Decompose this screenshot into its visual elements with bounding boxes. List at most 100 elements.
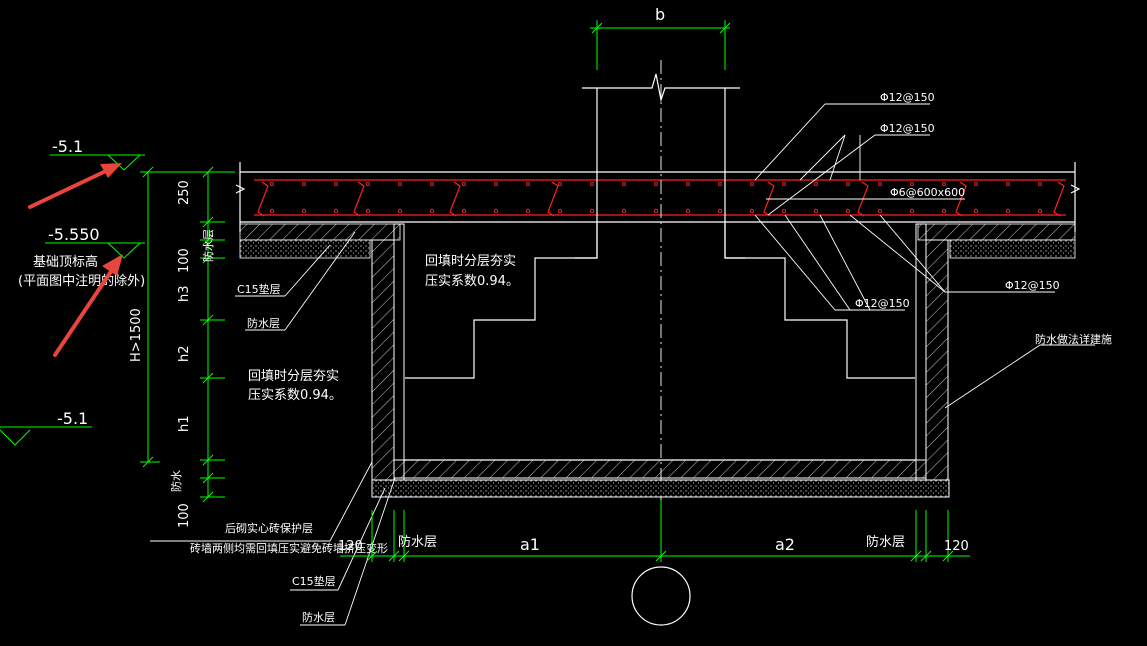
- rebar-dot: [909, 208, 915, 214]
- dim-ticks-bottom: [366, 550, 954, 562]
- rebar-dots: [269, 181, 1043, 214]
- dim-waterproof-bottom: 防水: [169, 470, 183, 492]
- c15-top-label: C15垫层: [237, 282, 281, 296]
- waterproof-note: 防水做法详建施: [1035, 332, 1112, 346]
- dim-120-right: 120: [944, 539, 969, 554]
- rebar-dot: [973, 181, 979, 187]
- c15-bottom-label: C15垫层: [292, 574, 336, 588]
- rebar-dot: [717, 181, 723, 187]
- elevation-markers: -5.1 -5.550 -5.1 基础顶标高 (平面图中注明的除外): [0, 137, 145, 446]
- rebar-dot: [749, 208, 755, 214]
- rebar-callouts: Φ12@150 Φ12@150 Φ6@600x600 Φ12@150 Φ12@1…: [754, 91, 1112, 409]
- dim-100-bottom: 100: [177, 503, 192, 528]
- annotation-arrows: [28, 163, 123, 357]
- dim-H: H>1500: [129, 308, 144, 362]
- rebar-dot: [365, 181, 371, 187]
- backfill-notes: 回填时分层夯实 压实系数0.94。 回填时分层夯实 压实系数0.94。: [248, 254, 519, 403]
- rebar-dot: [525, 208, 531, 214]
- stepped-backfill: [405, 222, 915, 379]
- rebar-dot: [269, 208, 275, 214]
- rebar-dot: [269, 181, 275, 187]
- rebar-dot: [365, 208, 371, 214]
- dim-h1: h1: [177, 415, 192, 432]
- rebar-label-4: Φ12@150: [855, 297, 910, 310]
- protect-layer-label: 后砌实心砖保护层: [225, 521, 313, 535]
- rebar-dot: [333, 181, 339, 187]
- axis-bubble: [631, 566, 691, 626]
- rebar-dot: [429, 181, 435, 187]
- rebar-dot: [813, 181, 819, 187]
- rebar-dot: [845, 208, 851, 214]
- pit-structure: [239, 223, 1076, 498]
- rebar-dot: [973, 208, 979, 214]
- dim-120-left: 120: [338, 539, 363, 554]
- rebar-dot: [397, 181, 403, 187]
- dim-waterproof-right: 防水层: [866, 534, 905, 550]
- rebar-dot: [781, 181, 787, 187]
- rebar-dot: [1037, 181, 1043, 187]
- rebar-dot: [685, 208, 691, 214]
- backfill-outer-line-1: 回填时分层夯实: [248, 369, 339, 384]
- backfill-outer-line-2: 压实系数0.94。: [248, 388, 342, 403]
- rebar-dot: [589, 208, 595, 214]
- rebar-dot: [1005, 208, 1011, 214]
- dim-250: 250: [177, 180, 192, 205]
- dim-h2: h2: [177, 345, 192, 362]
- base-elevation-note-2: (平面图中注明的除外): [18, 273, 145, 289]
- rebar-dot: [845, 181, 851, 187]
- rebar-dot: [461, 208, 467, 214]
- left-leaders: C15垫层 防水层 后砌实心砖保护层 砖墙两侧均需回填压实避免砖墙挤压变形 C1…: [150, 231, 396, 626]
- elevation-low: -5.1: [57, 409, 88, 428]
- dim-h3: h3: [177, 285, 192, 302]
- dim-waterproof-vertical: 防水层: [201, 229, 215, 262]
- left-dimensions: 250 防水层 100 h3 H>1500 h2 h1 防水 100: [129, 166, 235, 528]
- rebar-dot: [397, 208, 403, 214]
- dim-a2: a2: [775, 535, 795, 554]
- dim-b-label: b: [655, 5, 665, 24]
- rebar-dot: [717, 208, 723, 214]
- dim-100-top: 100: [177, 248, 192, 273]
- backfill-inner-line-1: 回填时分层夯实: [425, 254, 516, 269]
- rebar-dot: [493, 181, 499, 187]
- rebar-dot: [813, 208, 819, 214]
- waterproof-bottom-label: 防水层: [302, 610, 335, 624]
- rebar-dot: [557, 181, 563, 187]
- rebar-dot: [909, 181, 915, 187]
- base-elevation-note-1: 基础顶标高: [33, 254, 98, 270]
- rebar-dot: [749, 181, 755, 187]
- rebar-dot: [1037, 208, 1043, 214]
- elevation-mid: -5.550: [48, 225, 100, 244]
- dim-a1: a1: [520, 535, 540, 554]
- rebar-label-3: Φ6@600x600: [890, 186, 965, 199]
- rebar-dot: [301, 208, 307, 214]
- rebar-dot: [941, 181, 947, 187]
- rebar-dot: [429, 208, 435, 214]
- rebar-dot: [333, 208, 339, 214]
- rebar-dot: [877, 181, 883, 187]
- rebar-dot: [301, 181, 307, 187]
- rebar-dot: [941, 208, 947, 214]
- rebar-label-2: Φ12@150: [880, 122, 935, 135]
- rebar-dot: [653, 208, 659, 214]
- rebar-dot: [781, 208, 787, 214]
- waterproof-top-label: 防水层: [247, 316, 280, 330]
- rebar-dot: [493, 208, 499, 214]
- rebar-dot: [685, 181, 691, 187]
- top-dimension: b: [590, 5, 731, 70]
- rebar-dot: [461, 181, 467, 187]
- elevation-top: -5.1: [52, 137, 83, 156]
- rebar-dot: [621, 208, 627, 214]
- rebar-dot: [557, 208, 563, 214]
- rebar-dot: [589, 181, 595, 187]
- rebar-dot: [1005, 181, 1011, 187]
- brick-note-label: 砖墙两侧均需回填压实避免砖墙挤压变形: [190, 541, 388, 555]
- dim-waterproof-left: 防水层: [398, 534, 437, 550]
- rebar-dot: [621, 181, 627, 187]
- rebar-dot: [653, 181, 659, 187]
- rebar-dot: [877, 208, 883, 214]
- dim-ticks-left: [142, 166, 214, 503]
- backfill-inner-line-2: 压实系数0.94。: [425, 274, 519, 289]
- bottom-dimensions: 120 防水层 a1 a2 防水层 120: [338, 500, 970, 562]
- rebar-label-5: Φ12@150: [1005, 279, 1060, 292]
